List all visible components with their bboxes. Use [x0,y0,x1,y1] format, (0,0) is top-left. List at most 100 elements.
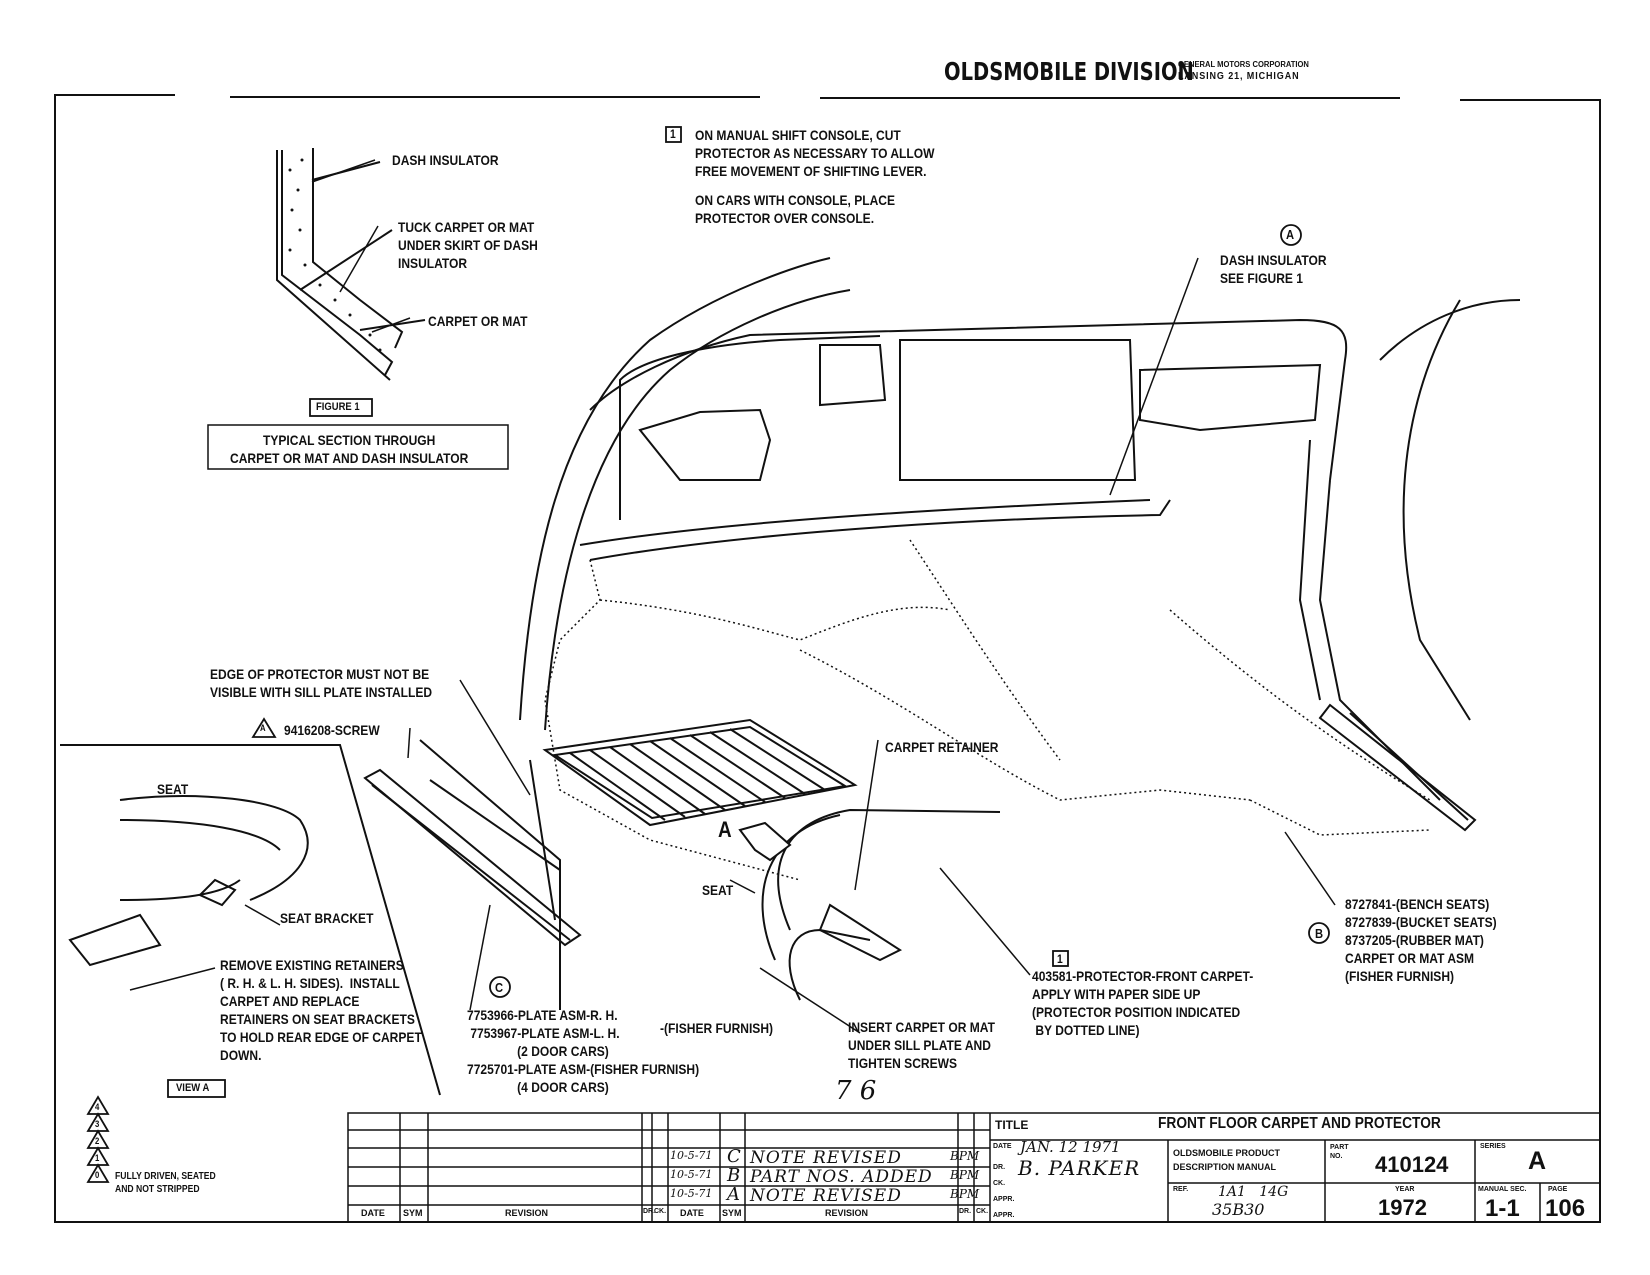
corporation-name: GENERAL MOTORS CORPORATION [1178,60,1309,69]
note1-console-text: ON CARS WITH CONSOLE, PLACE PROTECTOR OV… [695,192,896,226]
seat-callout: SEAT [702,882,734,898]
revision-a-sym: A [727,1184,740,1205]
revision-b-date: 10-5-71 [670,1168,713,1181]
edge-protector-callout: EDGE OF PROTECTOR MUST NOT BE VISIBLE WI… [210,666,433,700]
col-header-sym: SYM [403,1208,423,1218]
note1-marker: 1 [670,127,676,141]
col-header-date: DATE [361,1208,385,1218]
col-header-revision: REVISION [505,1208,549,1218]
division-title: OLDSMOBILE DIVISION [944,57,1194,86]
revision-a-dr: BPM [950,1187,980,1201]
legend-number-3: 3 [95,1119,100,1129]
view-a-seat-label: SEAT [157,781,189,797]
col-header-ck-2: CK. [976,1208,989,1215]
protector-callout: 403581-PROTECTOR-FRONT CARPET- APPLY WIT… [1032,968,1254,1038]
approved-label: APPR. [993,1196,1015,1203]
revision-c-date: 10-5-71 [670,1149,713,1162]
callout-c-marker: C [495,980,504,995]
screw-callout: 9416208-SCREW [284,722,380,738]
view-a-tag: VIEW A [176,1082,210,1094]
page-label: PAGE [1548,1186,1568,1193]
revision-b-dr: BPM [950,1168,980,1182]
handwritten-page-number: 7 6 [835,1076,877,1106]
marker-shapes [86,126,1330,1183]
legend-number-0: 0 [95,1170,100,1180]
drawing-title: FRONT FLOOR CARPET AND PROTECTOR [1158,1115,1441,1132]
col-header-dr-2: DR. [959,1208,972,1215]
protector-marker: 1 [1057,952,1063,966]
checked-label: CK. [993,1180,1006,1187]
manual-section-label: MANUAL SEC. [1478,1186,1527,1193]
view-a-direction-label: A [718,817,732,842]
revision-b-text: PART NOS. ADDED [750,1167,933,1187]
part-no-label: PART NO. [1330,1144,1349,1160]
drawn-by: B. PARKER [1018,1156,1141,1180]
figure1-tuck-label: TUCK CARPET OR MAT UNDER SKIRT OF DASH I… [398,219,538,271]
title-label: TITLE [995,1118,1029,1132]
reference-line2: 35B30 [1212,1200,1265,1219]
sill-plate-fisher-furnish: -(FISHER FURNISH) [660,1020,774,1036]
callout-b-marker: B [1315,926,1324,941]
manual-name-line2: DESCRIPTION MANUAL [1173,1162,1276,1172]
col-header-dr: DR. [643,1208,656,1215]
sill-plate-right [1318,703,1477,832]
carpet-retainer-callout: CARPET RETAINER [885,739,999,755]
figure1-insulation-stipple [288,158,382,352]
series-value: A [1528,1147,1547,1175]
screw-marker: A [260,723,266,733]
part-number: 410124 [1375,1152,1449,1177]
manual-name-line1: OLDSMOBILE PRODUCT [1173,1148,1280,1158]
seat-bracket-label: SEAT BRACKET [280,910,374,926]
revision-c-sym: C [727,1146,741,1167]
revision-a-date: 10-5-71 [670,1187,713,1200]
series-label: SERIES [1480,1143,1506,1150]
remove-retainers-note: REMOVE EXISTING RETAINERS ( R. H. & L. H… [220,957,422,1063]
manual-section-value: 1-1 [1485,1195,1520,1222]
date-label: DATE [993,1143,1012,1150]
view-a-tag-box [167,1079,226,1098]
leader-lines [129,159,1336,1034]
legend-number-2: 2 [95,1136,100,1146]
figure1-section-drawing [276,148,426,381]
revision-a-text: NOTE REVISED [750,1186,902,1206]
drawn-by-label: DR. [993,1164,1006,1171]
figure1-tag-box [309,398,373,417]
dash-insulator-callout: DASH INSULATOR SEE FIGURE 1 [1220,252,1327,286]
seat-outline [761,808,1001,1001]
figure1-tag: FIGURE 1 [316,401,360,413]
corporation-city: LANSING 21, MICHIGAN [1178,71,1300,82]
figure1-dash-insulator-label: DASH INSULATOR [392,152,499,168]
revision-c-text: NOTE REVISED [750,1148,902,1168]
col-header-revision-2: REVISION [825,1208,869,1218]
year-label: YEAR [1395,1186,1415,1193]
sill-plate-part-numbers: 7753966-PLATE ASM-R. H. 7753967-PLATE AS… [467,1007,700,1095]
view-a-inset-border [60,744,441,1096]
figure1-caption: TYPICAL SECTION THROUGH CARPET OR MAT AN… [230,432,469,466]
revision-b-sym: B [727,1165,741,1186]
figure1-caption-box [207,424,509,470]
reference-line1: 1A1 14G [1218,1184,1289,1200]
reference-label: REF. [1173,1186,1189,1193]
legend-number-4: 4 [95,1102,100,1112]
sill-plate [363,739,582,1010]
approved-label-2: APPR. [993,1212,1015,1219]
year-value: 1972 [1378,1195,1427,1220]
callout-a-marker: A [1286,227,1295,242]
insert-carpet-callout: INSERT CARPET OR MAT UNDER SILL PLATE AN… [848,1019,995,1071]
legend-text: FULLY DRIVEN, SEATED AND NOT STRIPPED [115,1171,216,1195]
page-value: 106 [1545,1195,1586,1222]
note1-text: ON MANUAL SHIFT CONSOLE, CUT PROTECTOR A… [695,127,935,179]
figure1-carpet-label: CARPET OR MAT [428,313,528,329]
drawing-date: JAN. 12 1971 [1020,1138,1121,1156]
rubber-floor-mat [542,718,858,827]
col-header-ck: CK. [654,1208,667,1215]
col-header-sym-2: SYM [722,1208,742,1218]
carpet-protector-outline [544,539,1431,881]
col-header-date-2: DATE [680,1208,704,1218]
title-block-grid [347,1112,1601,1223]
carpet-part-numbers: 8727841-(BENCH SEATS) 8727839-(BUCKET SE… [1345,896,1497,984]
view-a-arrow [738,821,792,862]
legend-number-1: 1 [95,1153,100,1163]
revision-c-dr: BPM [950,1149,980,1163]
